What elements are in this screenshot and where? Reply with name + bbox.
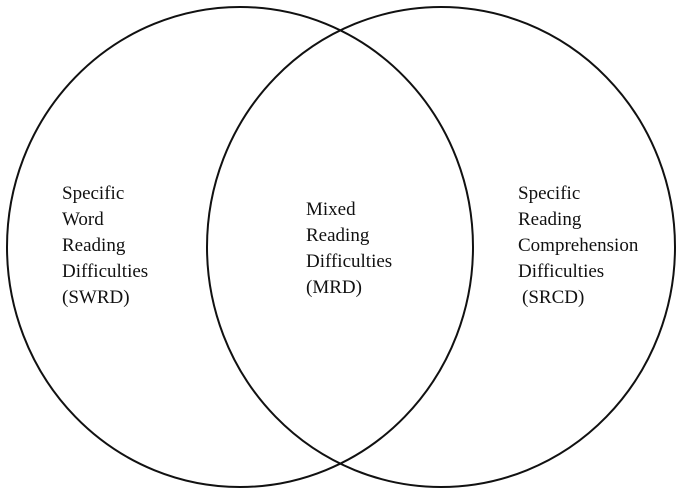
srcd-label-line: Difficulties: [518, 261, 605, 282]
left-circle: [6, 6, 474, 488]
mrd-label: Mixed Reading Difficulties (MRD): [306, 197, 392, 301]
mrd-label-line: Difficulties: [306, 251, 393, 272]
swrd-label-line: Word: [62, 209, 104, 230]
mrd-label-line: Reading: [306, 225, 370, 246]
srcd-label: Specific Reading Comprehension Difficult…: [518, 181, 638, 311]
swrd-label-line: (SWRD): [62, 287, 130, 308]
mrd-label-line: Mixed: [306, 199, 356, 220]
mrd-label-line: (MRD): [306, 277, 362, 298]
swrd-label-line: Reading: [62, 235, 126, 256]
srcd-label-line: (SRCD): [522, 287, 585, 308]
srcd-label-line: Comprehension: [518, 235, 639, 256]
swrd-label: Specific Word Reading Difficulties (SWRD…: [62, 181, 148, 311]
srcd-label-line: Specific: [518, 183, 581, 204]
srcd-label-line: Reading: [518, 209, 582, 230]
swrd-label-line: Specific: [62, 183, 125, 204]
swrd-label-line: Difficulties: [62, 261, 149, 282]
right-circle: [206, 6, 676, 488]
